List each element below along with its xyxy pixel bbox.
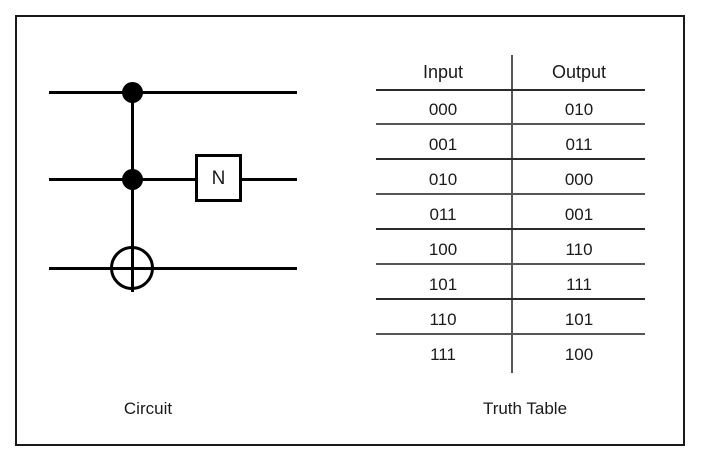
control-dot-middle	[122, 169, 143, 190]
table-cell-input: 001	[428, 135, 458, 154]
table-rule	[376, 89, 645, 91]
control-dot-top	[122, 82, 143, 103]
table-cell-output: 011	[565, 135, 593, 154]
table-rule	[376, 228, 645, 230]
caption-truth-table: Truth Table	[482, 399, 568, 418]
control-bus-bottom-segment	[131, 179, 134, 292]
table-cell-output: 000	[564, 170, 594, 189]
table-cell-input: 101	[428, 275, 458, 294]
table-rule	[376, 333, 645, 335]
table-cell-input: 100	[428, 240, 458, 259]
wire-bottom-line	[49, 267, 297, 270]
table-cell-input: 111	[430, 345, 456, 364]
table-cell-input: 000	[428, 100, 458, 119]
table-cell-output: 010	[564, 100, 594, 119]
caption-circuit: Circuit	[123, 399, 173, 418]
wire-middle-right-line	[242, 178, 297, 181]
table-rule	[376, 298, 645, 300]
table-column-divider	[511, 55, 513, 373]
gate-n-label: N	[211, 167, 226, 189]
table-cell-output: 001	[564, 205, 594, 224]
wire-top-line	[49, 91, 297, 94]
table-rule	[376, 158, 645, 160]
table-header-input: Input	[422, 62, 464, 82]
table-rule	[376, 123, 645, 125]
table-cell-output: 111	[566, 275, 592, 294]
table-cell-output: 110	[565, 240, 593, 259]
table-cell-input: 010	[428, 170, 458, 189]
table-cell-input: 110	[429, 310, 457, 329]
truth-table: Input Output 000 010 001 011 010 000 011…	[376, 48, 646, 378]
table-cell-output: 101	[564, 310, 594, 329]
table-cell-input: 011	[429, 205, 457, 224]
xor-target-icon	[110, 246, 154, 290]
table-header-output: Output	[551, 62, 607, 82]
table-cell-output: 100	[564, 345, 594, 364]
table-rule	[376, 193, 645, 195]
circuit-diagram: N	[30, 40, 330, 340]
gate-n-box: N	[195, 154, 242, 202]
table-rule	[376, 263, 645, 265]
control-bus-top-segment	[131, 92, 134, 180]
